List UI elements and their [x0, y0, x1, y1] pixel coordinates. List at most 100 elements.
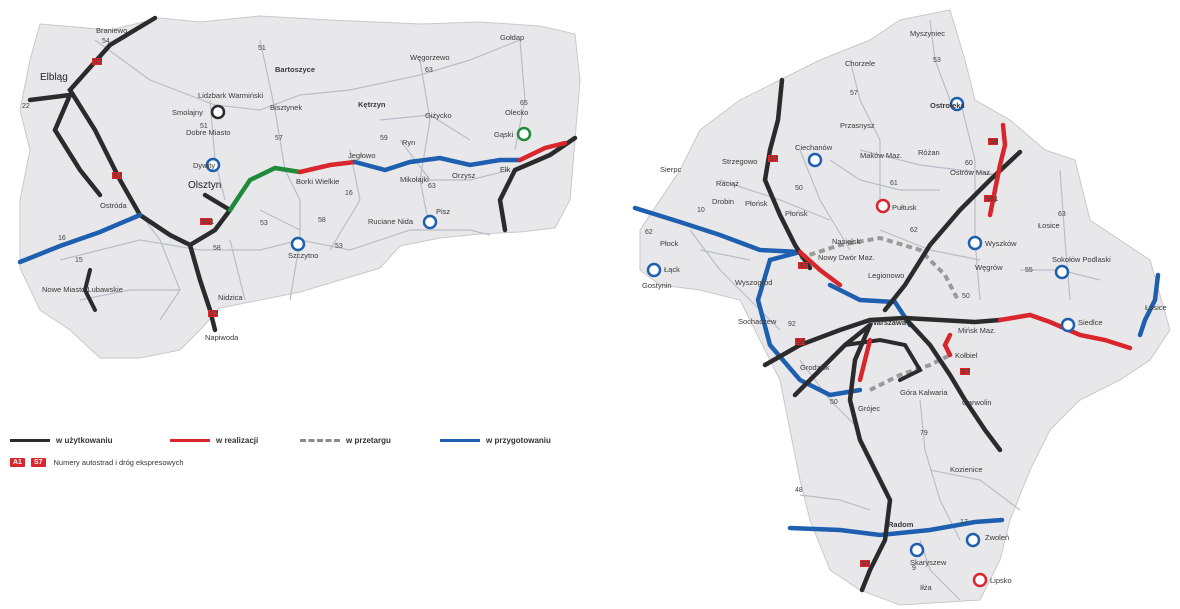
node-gaski: [516, 126, 532, 142]
road-numbers-left: 54 22 51 51 57 63 65 59 63 58 53 16 16 1…: [22, 38, 528, 264]
road-number: 92: [788, 321, 796, 328]
road-number: 50: [830, 399, 838, 406]
route-s7-north: [762, 77, 813, 271]
route-badge: S7: [769, 154, 778, 163]
place-label: Orzysz: [452, 171, 476, 180]
route-red-s7-south: [857, 337, 873, 383]
road-number: 57: [850, 90, 858, 97]
road-number: 51: [258, 45, 266, 52]
map-legend: w użytkowaniu w realizacji w przetargu w…: [10, 432, 610, 482]
route-blue-east: [1137, 272, 1161, 338]
legend-line-in-construction: [170, 438, 210, 442]
place-label: Maków Maz.: [860, 151, 902, 160]
road-number: 58: [213, 245, 221, 252]
node-skaryszew: [909, 542, 925, 558]
node-ruciane: [422, 214, 438, 230]
road-number: 10: [697, 207, 705, 214]
place-label: Ostrołęka: [930, 101, 965, 110]
node-smolajny: [210, 104, 226, 120]
place-label: Wyszogród: [735, 278, 772, 287]
place-label: Kozienice: [950, 465, 983, 474]
region-outline-left: [19, 15, 581, 359]
road-number: 22: [22, 103, 30, 110]
route-badges-left: S7 S7 S51 S7: [92, 57, 218, 318]
legend-item-tender: w przetargu: [300, 432, 391, 448]
route-s5-blue-west: [17, 212, 143, 265]
route-a2-west: [762, 315, 1003, 368]
region-warmia-mazury: S7 S7 S51 S7 Braniewo Elbląg Lidzbark Wa…: [17, 15, 581, 359]
route-badge: S8: [989, 137, 998, 146]
place-label: Lipsko: [990, 576, 1012, 585]
place-label: Bartoszyce: [275, 65, 315, 74]
minor-roads-right: [689, 19, 1101, 601]
legend-line-preparation: [440, 438, 480, 442]
road-number: 54: [102, 38, 110, 45]
legend-label: w przetargu: [346, 435, 391, 445]
route-s16-blue: [352, 155, 523, 173]
place-label: Olsztyn: [188, 180, 221, 191]
place-label: Warszawa: [870, 318, 907, 327]
road-number: 62: [910, 227, 918, 234]
route-s8-ne: [882, 149, 1023, 313]
node-wyszkow: [967, 235, 983, 251]
node-szczytno: [290, 236, 306, 252]
node-sokolow: [1054, 264, 1070, 280]
route-s7-branch: [27, 92, 103, 198]
road-number: 60: [965, 160, 973, 167]
place-label: Ełk: [500, 165, 511, 174]
place-label: Ryn: [402, 138, 415, 147]
region-outline-right: [639, 9, 1171, 606]
legend-item-preparation: w przygotowaniu: [440, 432, 551, 448]
place-label: Pisz: [436, 207, 450, 216]
place-label: Braniewo: [96, 26, 127, 35]
road-number: 62: [645, 229, 653, 236]
legend-label: w realizacji: [216, 435, 259, 445]
place-label: Mińsk Maz.: [958, 326, 996, 335]
place-label: Pułtusk: [892, 203, 917, 212]
road-number: 53: [335, 243, 343, 250]
route-badge: S7: [961, 367, 970, 376]
place-label: Nasielsk: [832, 237, 861, 246]
place-label: Nowe Miasto Lubawskie: [42, 285, 123, 294]
place-label: Raciąż: [716, 179, 739, 188]
route-s7-south: [847, 322, 893, 593]
road-number: 61: [890, 180, 898, 187]
place-label: Przasnysz: [840, 121, 875, 130]
place-label: Bisztynek: [270, 103, 302, 112]
node-lipsko: [972, 572, 988, 588]
node-ciechanow: [807, 152, 823, 168]
place-label: Różan: [918, 148, 940, 157]
place-label: Gołdap: [500, 33, 524, 42]
place-label: Góra Kalwaria: [900, 388, 948, 397]
node-pultusk: [875, 198, 891, 214]
legend-badges: A1 S7 Numery autostrad i dróg ekspresowy…: [10, 458, 184, 467]
place-label: Iłża: [920, 583, 933, 592]
node-zwolen: [965, 532, 981, 548]
road-number: 17: [960, 519, 968, 526]
legend-label: w użytkowaniu: [56, 435, 113, 445]
route-badge: S7: [209, 309, 218, 318]
place-label: Skaryszew: [910, 558, 947, 567]
road-number: 59: [380, 135, 388, 142]
route-red-s17: [942, 332, 953, 358]
place-label: Łosice: [1038, 221, 1060, 230]
road-number: 63: [425, 67, 433, 74]
road-number: 53: [933, 57, 941, 64]
road-number: 53: [260, 220, 268, 227]
route-s16-red-west: [297, 159, 358, 175]
road-number: 63: [428, 183, 436, 190]
node-dywity: [205, 157, 221, 173]
place-label: Płock: [660, 239, 679, 248]
road-number: 50: [962, 293, 970, 300]
road-numbers-right: 53 57 50 60 61 62 10 62 63 92 50 79 17 9…: [645, 57, 1066, 572]
place-label: Sochaczew: [738, 317, 777, 326]
route-badge: S7: [861, 559, 870, 568]
route-badge: S61: [985, 194, 998, 203]
road-number: 50: [795, 185, 803, 192]
place-label: Nidzica: [218, 293, 243, 302]
place-label: Radom: [888, 520, 914, 529]
place-label: Sierpc: [660, 165, 682, 174]
legend-line-tender: [300, 438, 340, 442]
route-badge: S7: [113, 171, 122, 180]
